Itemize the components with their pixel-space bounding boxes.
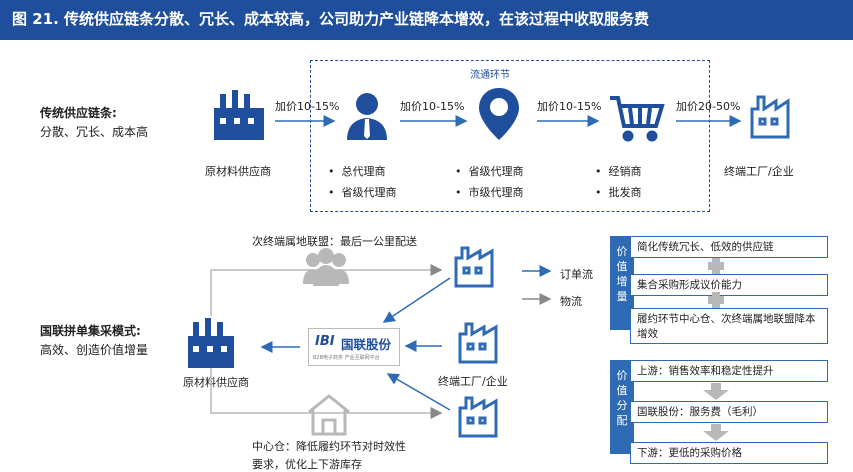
terminal-factory-icon [454,246,494,288]
factory-icon [214,90,264,140]
people-group-icon [303,248,349,286]
markup-label-1: 加价10-15% [275,100,340,113]
circulation-label: 流通环节 [470,70,510,81]
traditional-desc: 分散、冗长、成本高 [40,125,149,139]
dealer-item: • 经销商 [595,165,642,178]
circulation-box [310,60,710,212]
alliance-label: 次终端属地联盟：最后一公里配送 [252,235,417,248]
guolian-heading: 国联拼单集采模式: [40,324,141,338]
warehouse-label: 中心仓：降低履约环节对时效性 [252,440,406,453]
traditional-end-label: 终端工厂/企业 [724,165,794,178]
guolian-logo: IBI 国联股份 B2B电子商务 产业互联网平台 [308,328,400,366]
terminal-factory-icon [458,322,498,364]
end-factory-icon [750,95,790,139]
warehouse-label: 要求，优化上下游库存 [252,458,362,471]
traditional-heading: 传统供应链条: [40,106,117,120]
order-flow-label: 订单流 [560,268,593,281]
value-add-box: 简化传统冗长、低效的供应链 [630,236,828,258]
logistics-line [210,368,443,419]
logo-text: 国联股份 [341,337,392,352]
traditional-supplier-label: 原材料供应商 [205,165,271,178]
order-arrow [382,277,451,323]
title-rule [0,38,853,40]
person-icon [347,93,387,140]
dealer-item: • 批发商 [595,186,642,199]
guolian-supplier-label: 原材料供应商 [183,376,249,389]
value-dist-box: 国联股份：服务费（毛利） [630,401,828,423]
terminal-factory-icon [458,396,498,438]
agent-item: • 省级代理商 [455,165,524,178]
guolian-end-label: 终端工厂/企业 [438,375,508,388]
logo-mark: IBI [315,334,335,349]
markup-label-3: 加价10-15% [537,100,602,113]
location-pin-icon [479,88,519,140]
agent-item: • 省级代理商 [328,186,397,199]
goods-flow-label: 物流 [560,295,582,308]
plus-icon [708,258,724,308]
agent-item: • 市级代理商 [455,186,524,199]
logo-subtext: B2B电子商务 产业互联网平台 [313,355,380,361]
supplier-factory-icon [188,318,234,368]
value-add-box: 履约环节中心仓、次终端属地联盟降本增效 [630,308,828,344]
value-dist-box: 上游：销售效率和稳定性提升 [630,360,828,382]
down-arrow-icon [703,383,729,441]
markup-label-4: 加价20-50% [676,100,741,113]
value-add-box: 集合采购形成议价能力 [630,274,828,296]
cart-icon [610,96,665,142]
agent-item: • 总代理商 [328,165,386,178]
logistics-line [210,264,443,316]
markup-label-2: 加价10-15% [400,100,465,113]
figure-title: 图 21. 传统供应链条分散、冗长、成本较高，公司助力产业链降本增效，在该过程中… [0,0,853,38]
order-arrow [386,373,451,411]
value-dist-box: 下游：更低的采购价格 [630,442,828,464]
warehouse-icon [308,394,350,436]
guolian-desc: 高效、创造价值增量 [40,343,149,357]
